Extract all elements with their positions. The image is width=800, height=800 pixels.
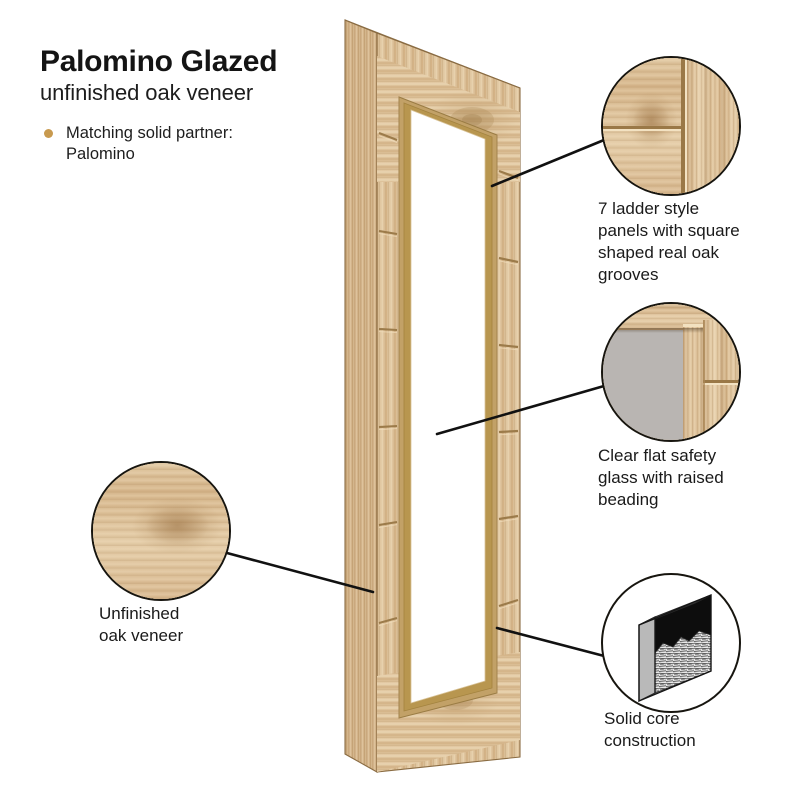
inset-oak-grooves [603,58,739,194]
glass-pane [410,109,486,704]
list-item: Matching solid partner: Palomino [40,123,370,164]
page-subtitle: unfinished oak veneer [40,80,254,106]
inset-beading-bevel [683,324,703,440]
leader-line-safety-glass [435,384,606,436]
bullet-icon [44,129,53,139]
glass-beading-outer [398,96,498,719]
feature-text: Matching solid partner: Palomino [66,124,233,163]
feature-list: Matching solid partner: Palomino [40,123,370,164]
callout-label-safety-glass: Clear flat safety glass with raised bead… [598,446,724,510]
inset-horizontal-groove [603,126,681,129]
detail-circle-oak-veneer [91,461,231,601]
callout-label-solid-core: Solid core construction [604,709,696,751]
door-front-face [376,32,521,773]
detail-circle-solid-core [601,573,741,713]
leader-lines [225,138,610,659]
glass-beading-inner [403,102,493,712]
inset-stile-face [687,58,739,194]
ladder-grooves-left [378,132,398,627]
leader-line-solid-core [495,626,610,659]
detail-circle-safety-glass [601,302,741,442]
inset-glass-beading [603,304,739,440]
callout-label-oak-veneer: Unfinished oak veneer [99,604,184,646]
inset-vertical-groove [681,58,685,194]
callout-label-ladder-panels: 7 ladder style panels with square shaped… [598,199,740,285]
rail-stile-joints [398,97,498,718]
inset-frame-shadow [603,328,703,333]
detail-circle-ladder-panels [601,56,741,196]
inset-stile-joint [703,320,705,440]
inset-core-slab [638,593,712,703]
inset-horizontal-groove-highlight [603,129,681,131]
inset-bevel-highlight [683,324,703,327]
inset-vertical-groove-highlight [685,58,687,194]
inset-right-stile-groove [703,380,739,383]
leader-line-oak-veneer [225,551,375,594]
leader-line-ladder-panels [490,138,606,188]
title-block: Palomino Glazed unfinished oak veneer Ma… [40,46,370,165]
inset-plain-veneer [93,463,229,599]
inset-right-stile-groove-highlight [703,383,739,385]
door-top-edge [344,19,521,89]
ladder-grooves-right [498,169,519,610]
page-title: Palomino Glazed [40,45,278,78]
inset-glass-pane [603,330,687,440]
